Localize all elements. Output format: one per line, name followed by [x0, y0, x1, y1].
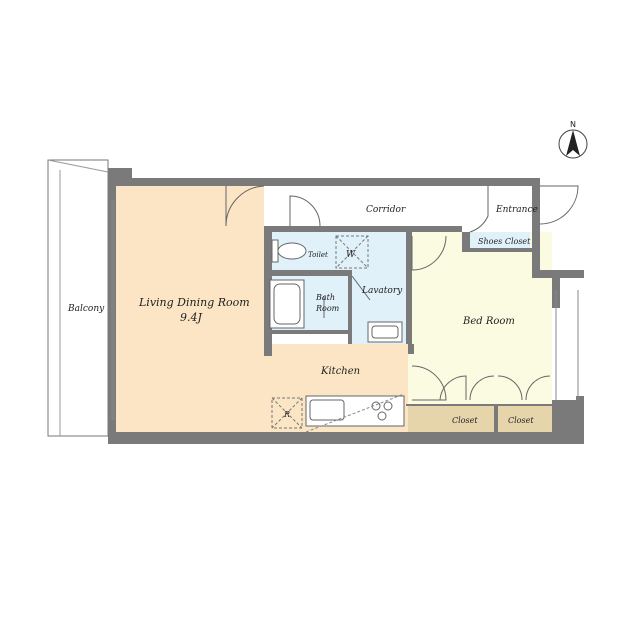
bath-room-label-2: Room	[315, 304, 340, 313]
balcony-label: Balcony	[67, 304, 105, 314]
doors	[225, 185, 579, 401]
toilet-fixture	[271, 239, 307, 263]
entrance-label: Entrance	[495, 205, 538, 215]
interior-walls	[264, 226, 554, 432]
closet-label-2: Closet	[508, 416, 534, 425]
balcony	[47, 159, 109, 437]
living-dining-floor	[116, 186, 264, 432]
kitchen-counter	[305, 395, 405, 427]
windows	[111, 200, 579, 420]
washer-box	[335, 235, 369, 269]
north-arrow-icon	[558, 129, 588, 159]
bath-room-label-1: Bath	[315, 293, 335, 302]
fridge-box	[271, 397, 303, 429]
fridge-label: R	[283, 410, 290, 419]
north-label: N	[570, 120, 576, 129]
closet-area	[408, 404, 552, 432]
shoes-closet-area	[470, 232, 530, 250]
bedroom-floor	[408, 232, 552, 404]
living-room-label: Living Dining Room	[138, 296, 250, 309]
toilet-label: Toilet	[308, 251, 328, 259]
corridor-label: Corridor	[366, 205, 406, 215]
closet-label-1: Closet	[452, 416, 478, 425]
kitchen-label: Kitchen	[320, 366, 360, 377]
living-room-size: 9.4J	[180, 311, 202, 324]
bedroom-label: Bed Room	[462, 316, 515, 327]
corridor-floor	[264, 186, 540, 232]
lavatory-label: Lavatory	[361, 286, 403, 296]
counter-dashed-line	[305, 393, 405, 433]
washer-label: W	[346, 250, 356, 260]
wash-basin	[367, 321, 403, 343]
shoes-closet-label: Shoes Closet	[478, 237, 531, 246]
bathtub	[269, 279, 305, 329]
